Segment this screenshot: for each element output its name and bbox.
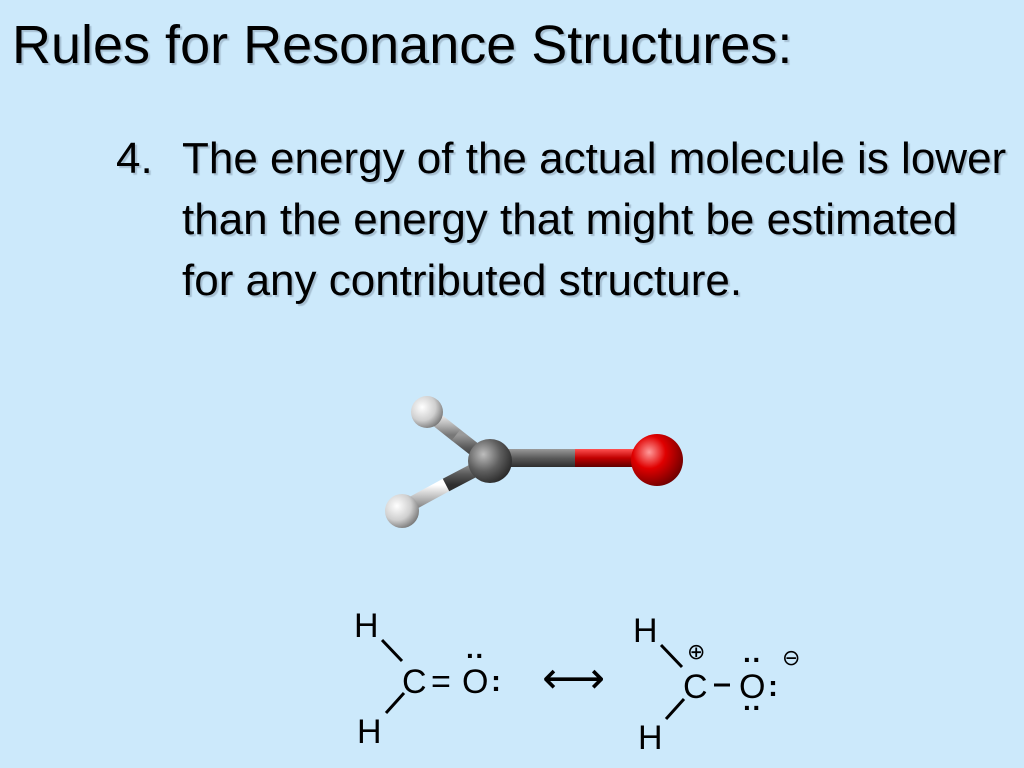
hydrogen-atom-top [411,396,443,428]
hydrogen-atom-bottom [385,494,419,528]
right-positive-charge-icon: ⊕ [687,639,705,664]
left-lone-pair-top: ·· [466,640,485,671]
resonance-arrow: ⟷ [542,654,605,703]
left-bond-c-h-bottom [384,691,406,715]
oxygen-atom [631,434,683,486]
lewis-resonance-structures: H H C = O ·· : ⟷ H H C O ·· ·· : ⊕ ⊖ [354,607,800,757]
right-oxygen: O [739,668,765,706]
left-double-bond: = [431,663,451,701]
left-carbon: C [402,663,427,701]
right-lone-pair-top: ·· [743,644,762,675]
left-h-bottom: H [357,713,382,751]
left-bond-c-h-top [380,638,404,663]
slide-title: Rules for Resonance Structures: [12,15,793,75]
right-negative-charge-icon: ⊖ [782,645,800,670]
right-lone-pair-bottom: ·· [743,692,762,723]
bond-c-o [490,449,645,467]
formaldehyde-3d-model [385,396,683,528]
lewis-left-structure: H H C = O ·· : [354,607,501,751]
right-h-bottom: H [638,719,663,757]
lewis-right-structure: H H C O ·· ·· : ⊕ ⊖ [633,612,800,757]
carbon-atom [468,439,512,483]
right-bond-c-h-top [659,643,684,669]
left-oxygen: O [462,663,488,701]
left-lone-pair-right: : [491,665,501,698]
left-h-top: H [354,607,379,645]
rule-number: 4. [116,134,153,183]
rule-text: The energy of the actual molecule is low… [182,134,1007,305]
right-carbon: C [683,668,708,706]
right-bond-c-h-bottom [664,697,686,721]
right-lone-pair-right: : [768,670,778,703]
right-h-top: H [633,612,658,650]
